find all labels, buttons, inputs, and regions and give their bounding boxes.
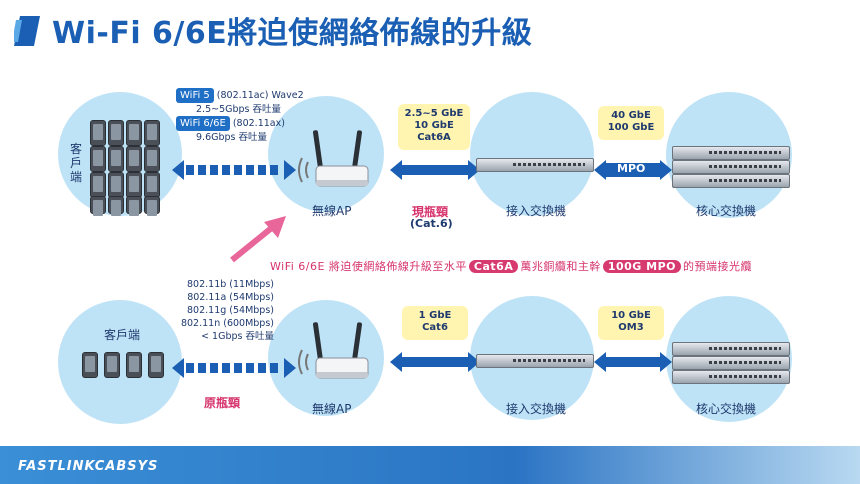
bottom-copper-arrow (390, 352, 480, 372)
mpo-label: MPO (617, 162, 646, 175)
wireless-ap-icon (298, 130, 369, 187)
phone-icon (126, 146, 142, 172)
phone-icon (144, 146, 160, 172)
phone-icon (144, 120, 160, 146)
top-link2-line2: 100 GbE (607, 122, 655, 133)
bottom-link2-line2: OM3 (618, 322, 644, 333)
wireless-ap-icon (298, 322, 369, 379)
spec-line: 802.11n (600Mbps) (180, 318, 274, 329)
phone-icon (90, 196, 106, 216)
wifi6-badge: WiFi 6/6E (176, 116, 230, 131)
spec-line: 802.11g (54Mbps) (187, 305, 274, 316)
top-ap-circle (268, 96, 384, 212)
phone-icon (108, 172, 124, 198)
phone-icon (108, 146, 124, 172)
bottom-bottleneck-label: 原瓶頸 (204, 396, 241, 410)
top-client-label: 客戶端 (70, 142, 83, 184)
bottom-link1-line2: Cat6 (422, 322, 448, 333)
bottom-core-switch-icon (672, 342, 790, 356)
title-accent-icon (14, 16, 40, 46)
phone-icon (82, 352, 98, 378)
bottom-client-label: 客戶端 (104, 328, 141, 342)
bottom-core-switch-icon (672, 370, 790, 384)
top-link1-note: 2.5~5 GbE 10 GbE Cat6A (398, 104, 470, 150)
phone-icon (90, 120, 106, 146)
bottom-core-label: 核心交換機 (696, 402, 757, 416)
upgrade-arrow-icon (230, 216, 286, 263)
bottom-link2-note: 10 GbE OM3 (598, 306, 664, 340)
phone-icon (108, 196, 124, 216)
wifi6-standard: (802.11ax) (232, 118, 285, 129)
top-link1-line1: 2.5~5 GbE (404, 108, 464, 119)
top-core-switch-icon (672, 160, 790, 174)
top-access-circle (470, 92, 594, 216)
bottom-fiber-arrow (594, 352, 672, 372)
banner-prefix: WiFi 6/6E 將迫使網絡佈線升級至水平 (270, 260, 467, 273)
top-copper-arrow (390, 160, 480, 180)
top-wireless-arrow (172, 160, 296, 180)
top-core-switch-icon (672, 174, 790, 188)
banner-pill-mpo: 100G MPO (602, 260, 682, 273)
phone-icon (126, 120, 142, 146)
top-access-switch-icon (476, 158, 594, 172)
bottom-wireless-arrow (172, 358, 296, 378)
phone-icon (148, 352, 164, 378)
spec-line: 802.11a (54Mbps) (187, 292, 274, 303)
bottom-link2-line1: 10 GbE (611, 310, 651, 321)
phone-icon (126, 172, 142, 198)
bottom-ap-label: 無線AP (312, 402, 352, 416)
top-mpo-arrow (594, 160, 672, 180)
top-link1-line2: 10 GbE (414, 120, 454, 131)
banner-pill-cat6a: Cat6A (468, 260, 519, 273)
footer-brand: FASTLINKCABSYS (18, 459, 159, 474)
spec-line: < 1Gbps 吞吐量 (201, 331, 274, 342)
wifi5-badge: WiFi 5 (176, 88, 214, 103)
bottom-core-switch-icon (672, 356, 790, 370)
top-access-label: 接入交換機 (506, 204, 567, 218)
top-wifi-specs: WiFi 5(802.11ac) Wave2 2.5~5Gbps 吞吐量 WiF… (176, 88, 304, 144)
spec-line: 802.11b (11Mbps) (187, 279, 274, 290)
top-bottleneck-sub: (Cat.6) (410, 217, 453, 230)
wifi5-speed: 2.5~5Gbps 吞吐量 (196, 104, 282, 115)
phone-icon (108, 120, 124, 146)
top-link2-line1: 40 GbE (611, 110, 651, 121)
banner-suffix: 的預端接光纜 (683, 260, 753, 273)
top-ap-label: 無線AP (312, 204, 352, 218)
wifi5-standard: (802.11ac) Wave2 (216, 90, 304, 101)
phone-icon (144, 172, 160, 198)
phone-icon (126, 196, 142, 216)
top-link1-line3: Cat6A (417, 132, 451, 143)
phone-icon (90, 172, 106, 198)
bottom-link1-line1: 1 GbE (418, 310, 452, 321)
bottom-wifi-specs: 802.11b (11Mbps) 802.11a (54Mbps) 802.11… (180, 278, 274, 343)
phone-icon (90, 146, 106, 172)
phone-icon (104, 352, 120, 378)
wifi6-speed: 9.6Gbps 吞吐量 (196, 132, 267, 143)
top-bottleneck-label: 現瓶頸 (412, 205, 449, 219)
banner-middle: 萬兆銅纜和主幹 (520, 260, 601, 273)
bottom-access-switch-icon (476, 354, 594, 368)
footer-bar (0, 446, 860, 484)
top-link2-note: 40 GbE 100 GbE (598, 106, 664, 140)
phone-icon (144, 196, 160, 216)
top-core-label: 核心交換機 (696, 204, 757, 218)
top-core-switch-icon (672, 146, 790, 160)
bottom-link1-note: 1 GbE Cat6 (402, 306, 468, 340)
phone-icon (126, 352, 142, 378)
page-title: Wi-Fi 6/6E將迫使網絡佈線的升級 (52, 16, 533, 51)
bottom-access-label: 接入交換機 (506, 402, 567, 416)
